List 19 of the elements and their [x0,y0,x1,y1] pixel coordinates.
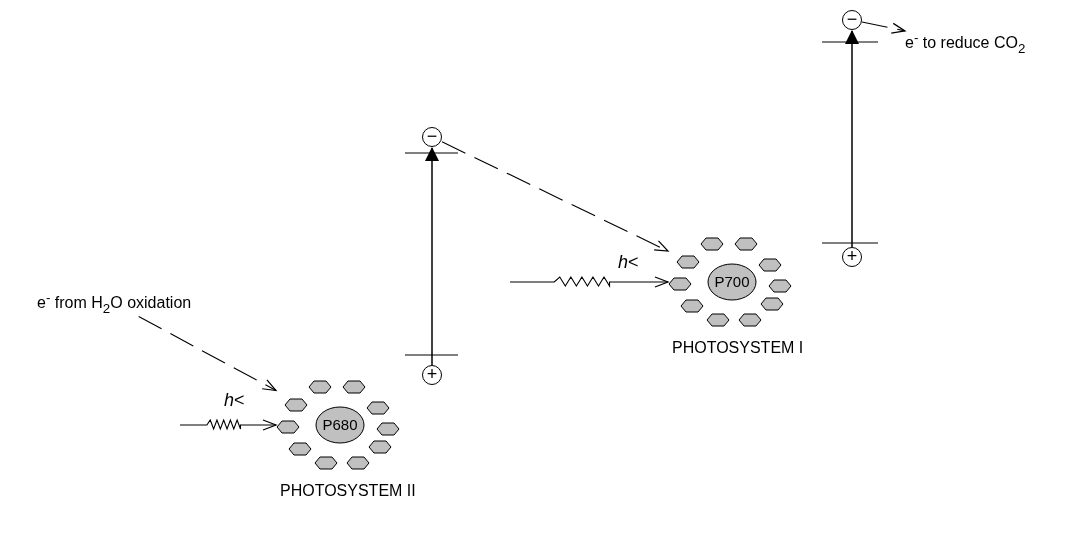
reaction-center-label: P680 [322,416,358,434]
charge-circle: + [422,365,442,385]
excitation-arrow [845,30,859,248]
electron-transfer-arrow [441,141,669,252]
excitation-arrow [425,147,439,366]
charge-circle: − [842,10,862,30]
photosystem-caption: PHOTOSYSTEM II [280,481,416,501]
edge-label: h< [618,252,639,274]
electron-transfer-arrow [138,315,277,392]
light-wave-arrow [509,275,669,288]
reaction-center-label: P700 [714,273,750,291]
photosystem-caption: PHOTOSYSTEM I [672,338,804,358]
electron-transfer-arrow [861,21,906,34]
annotation-text: e$^{-}$ to reduce CO$_{2}$ [905,30,1026,57]
charge-circle: + [842,247,862,267]
annotation-text: e$^{-}$ from H$_{2}$O oxidation [37,290,192,317]
charge-circle: − [422,127,442,147]
light-wave-arrow [179,418,277,431]
edge-label: h< [224,390,245,412]
